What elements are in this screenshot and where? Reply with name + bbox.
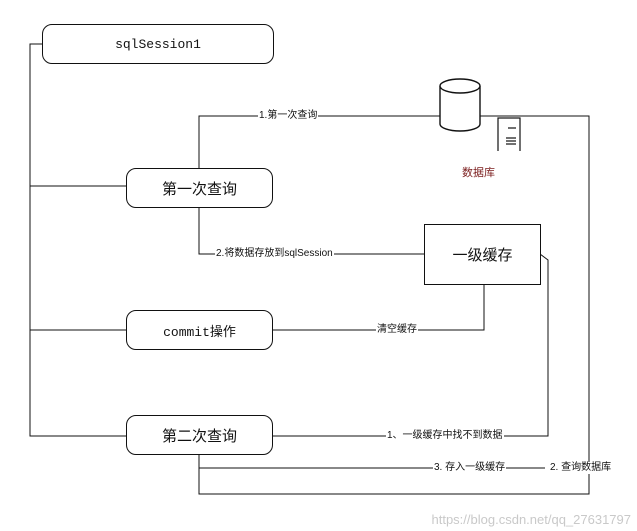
cylinder-icon (439, 78, 481, 132)
commit-label: commit操作 (163, 324, 236, 340)
second-query-label: 第二次查询 (161, 426, 237, 445)
database-label: 数据库 (462, 167, 495, 179)
second-query-node: 第二次查询 (126, 415, 273, 455)
first-query-to-db (198, 115, 440, 168)
server-icon (497, 117, 521, 151)
watermark: https://blog.csdn.net/qq_27631797 (431, 512, 632, 527)
cache-node: 一级缓存 (424, 224, 541, 285)
commit-to-cache (272, 285, 485, 331)
edge-label-store-cache-2: 3. 存入一级缓存 (433, 462, 507, 474)
edge-label-query-db: 2. 查询数据库 (549, 462, 613, 474)
session-node: sqlSession1 (42, 24, 274, 64)
database-group (439, 78, 521, 151)
first-query-node: 第一次查询 (126, 168, 273, 208)
first-query-to-cache (198, 207, 424, 255)
edge-label-store-cache: 2.将数据存放到sqlSession (215, 248, 334, 260)
session-bus-line (29, 43, 126, 437)
second-query-to-db (198, 115, 590, 495)
first-query-label: 第一次查询 (161, 179, 237, 198)
commit-node: commit操作 (126, 310, 273, 350)
edge-label-cache-miss: 1、一级缓存中找不到数据 (386, 430, 504, 442)
edge-label-first-query-db: 1.第一次查询 (258, 110, 319, 122)
session-label: sqlSession1 (115, 36, 201, 52)
edge-label-clear-cache: 清空缓存 (376, 324, 418, 336)
cache-label: 一级缓存 (452, 246, 513, 264)
